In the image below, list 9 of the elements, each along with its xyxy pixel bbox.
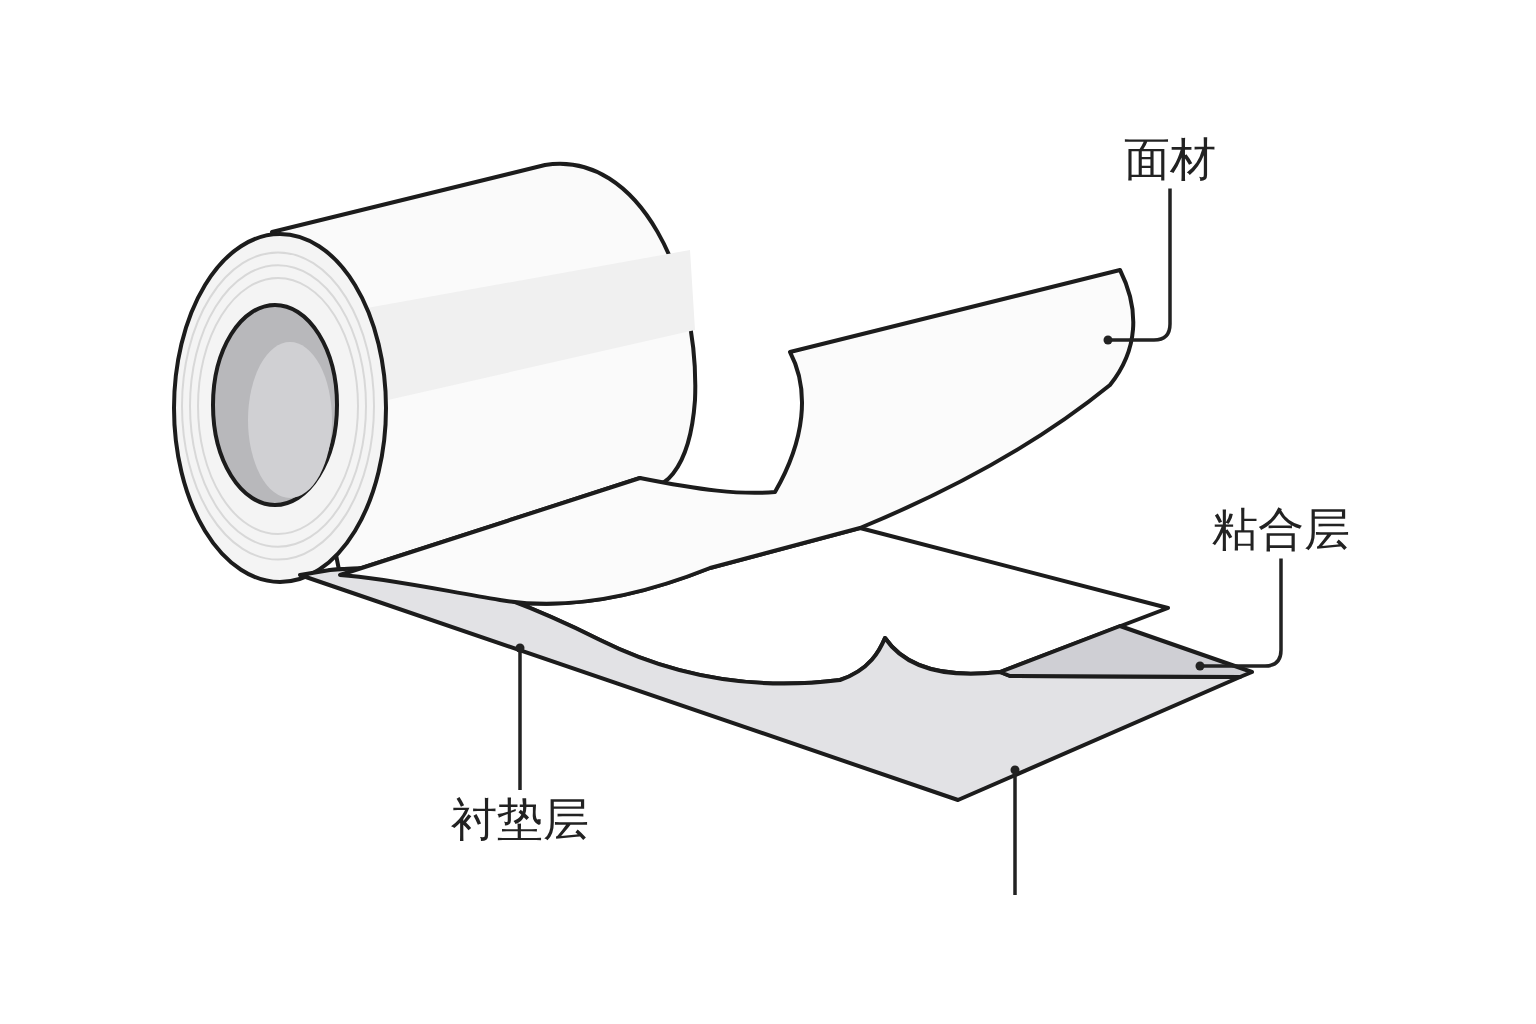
face-stock-layer <box>338 268 1136 606</box>
leader-line <box>1010 765 1020 895</box>
leader-line <box>1103 188 1172 345</box>
part-label: 面材 <box>1124 134 1216 185</box>
leader-line <box>1195 558 1283 671</box>
part-label: 粘合层 <box>1212 504 1350 555</box>
adhesive-layer <box>998 624 1254 679</box>
leader-line <box>515 643 525 790</box>
part-label: 衬垫层 <box>451 794 589 845</box>
